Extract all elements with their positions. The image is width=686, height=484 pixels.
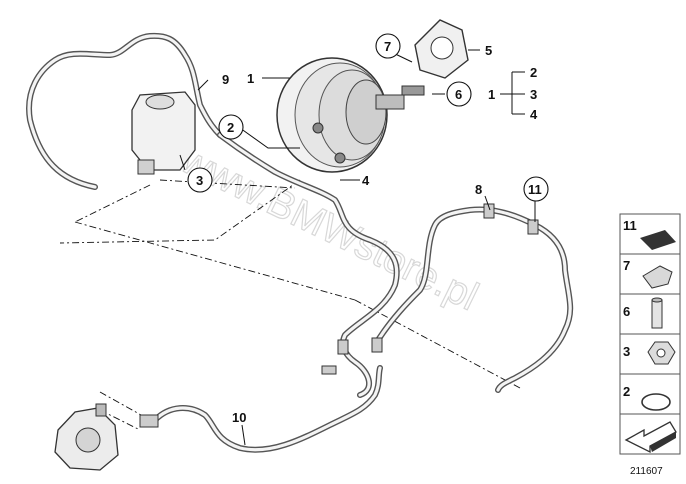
svg-text:3: 3 — [196, 173, 203, 188]
callout-4: 4 — [362, 173, 370, 188]
vacuum-pump — [54, 403, 119, 471]
svg-text:3: 3 — [623, 344, 630, 359]
legend-item-7: 7 — [619, 253, 681, 295]
svg-text:7: 7 — [623, 258, 630, 273]
callout-11: 11 — [523, 176, 549, 202]
legend-item-3: 3 — [619, 333, 681, 375]
vacuum-hose-9 — [26, 32, 223, 190]
foam-pad-icon — [640, 230, 676, 250]
callout-8: 8 — [475, 182, 482, 197]
group-bracket-item: 3 — [530, 87, 537, 102]
group-bracket: 1 2 3 4 — [488, 65, 538, 122]
group-bracket-item: 2 — [530, 65, 537, 80]
vacuum-hose-10 — [152, 365, 383, 453]
legend-item-2: 2 — [619, 373, 681, 415]
leader-lines — [179, 49, 536, 446]
callout-1: 1 — [247, 71, 254, 86]
group-bracket-label: 1 — [488, 87, 495, 102]
svg-text:7: 7 — [384, 39, 391, 54]
legend-item-symbol — [619, 413, 681, 455]
svg-text:5: 5 — [485, 43, 492, 58]
hose-connectors — [139, 203, 539, 428]
vacuum-hose-main — [217, 132, 400, 398]
parts-legend: 11 7 6 3 2 — [619, 213, 681, 455]
nut-icon — [647, 341, 676, 365]
diagram-code: 211607 — [630, 466, 663, 477]
callout-2: 2 — [218, 114, 244, 140]
svg-text:2: 2 — [623, 384, 630, 399]
callout-7: 7 — [375, 33, 401, 59]
svg-text:6: 6 — [623, 304, 630, 319]
callout-10: 10 — [232, 410, 246, 425]
svg-text:9: 9 — [222, 72, 229, 87]
group-bracket-item: 4 — [530, 107, 538, 122]
svg-text:11: 11 — [623, 218, 637, 233]
svg-text:8: 8 — [475, 182, 482, 197]
callout-5: 5 — [485, 43, 492, 58]
svg-text:11: 11 — [528, 182, 542, 197]
o-ring-icon — [641, 393, 671, 411]
svg-text:1: 1 — [247, 71, 254, 86]
brake-fluid-reservoir — [131, 91, 196, 175]
brake-booster — [276, 57, 425, 173]
callout-9: 9 — [222, 72, 229, 87]
callout-6: 6 — [446, 81, 472, 107]
legend-item-6: 6 — [619, 293, 681, 335]
gasket-plate — [414, 19, 469, 79]
svg-text:4: 4 — [362, 173, 370, 188]
callout-3: 3 — [187, 167, 213, 193]
legend-item-11: 11 — [619, 213, 681, 255]
clip-icon — [642, 265, 673, 289]
arrow-symbol-icon — [624, 421, 677, 454]
svg-text:10: 10 — [232, 410, 246, 425]
svg-text:2: 2 — [227, 120, 234, 135]
svg-text:6: 6 — [455, 87, 462, 102]
sleeve-icon — [651, 297, 663, 329]
